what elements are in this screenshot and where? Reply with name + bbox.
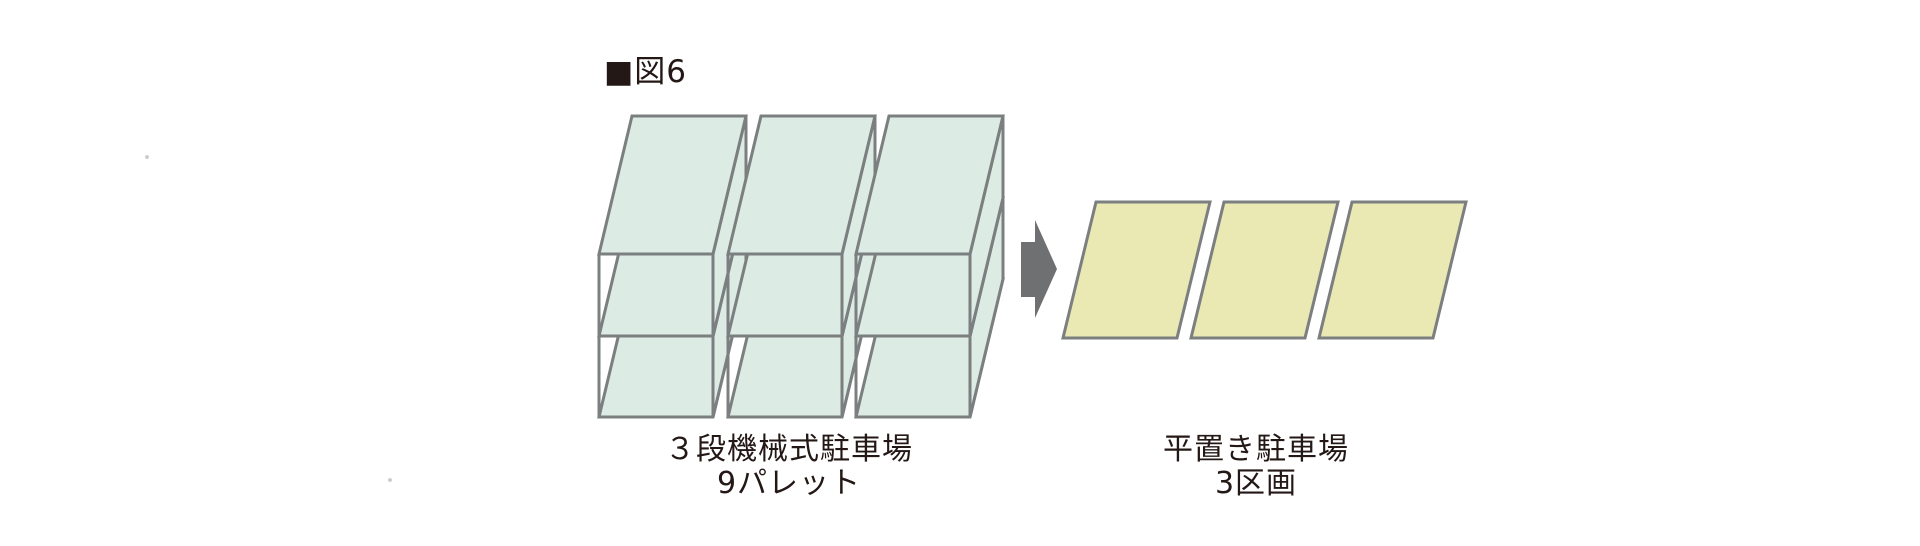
mechanical-caption-line2: 9パレット [716, 466, 862, 501]
print-speck [388, 478, 392, 482]
mechanical-parking-caption: ３段機械式駐車場 9パレット [589, 433, 989, 501]
figure-title: ■図6 [604, 54, 688, 90]
right-arrow-icon [1021, 220, 1057, 318]
print-speck [145, 155, 149, 159]
flat-parking-caption: 平置き駐車場 3区画 [1061, 433, 1451, 501]
flat-caption-line1: 平置き駐車場 [1163, 432, 1349, 467]
mechanical-parking-rack [597, 114, 1005, 419]
mechanical-caption-line1: ３段機械式駐車場 [665, 432, 913, 467]
flat-parking-spaces [1061, 200, 1468, 340]
flat-caption-line2: 3区画 [1214, 466, 1298, 501]
